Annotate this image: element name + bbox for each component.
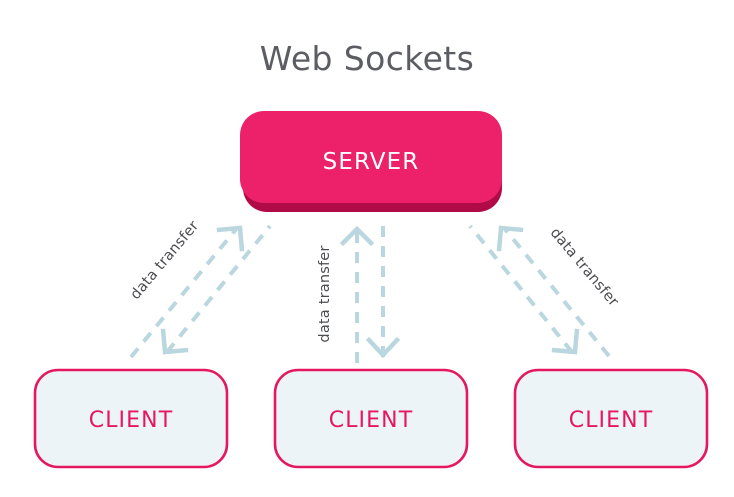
client-label-1: CLIENT — [89, 408, 174, 433]
client-box-2[interactable] — [273, 368, 469, 469]
dashed-line-up-left-branch — [129, 226, 239, 359]
connector-server-to-client-right: data transfer — [468, 224, 622, 358]
client-node-2[interactable]: CLIENT — [273, 368, 469, 469]
arrowhead-down-icon — [365, 336, 401, 359]
connector-server-to-client-left: data transfer — [128, 218, 272, 359]
client-box-3[interactable] — [513, 368, 709, 469]
diagram-title: Web Sockets — [260, 39, 475, 78]
client-label-3: CLIENT — [569, 408, 654, 433]
dashed-line-down-left-branch — [165, 224, 272, 354]
arrowhead-up-right-icon — [216, 225, 245, 252]
connector-label-center: data transfer — [317, 245, 333, 342]
dashed-line-up-right-branch — [502, 226, 611, 358]
arrowhead-down-right-icon — [551, 328, 580, 355]
arrowhead-down-left-icon — [160, 328, 189, 355]
client-node-3[interactable]: CLIENT — [513, 368, 709, 469]
server-label: SERVER — [323, 149, 420, 175]
server-node[interactable]: SERVER — [240, 111, 502, 212]
client-node-1[interactable]: CLIENT — [33, 368, 229, 469]
server-box[interactable] — [240, 111, 502, 203]
connector-label-left: data transfer — [128, 218, 203, 303]
connector-server-to-client-center: data transfer — [317, 225, 401, 363]
client-box-1[interactable] — [33, 368, 229, 469]
arrowhead-up-left-icon — [496, 225, 524, 252]
dashed-line-down-right-branch — [468, 224, 574, 354]
client-label-2: CLIENT — [329, 408, 414, 433]
arrowhead-up-icon — [339, 225, 375, 247]
connector-label-right: data transfer — [547, 225, 622, 310]
